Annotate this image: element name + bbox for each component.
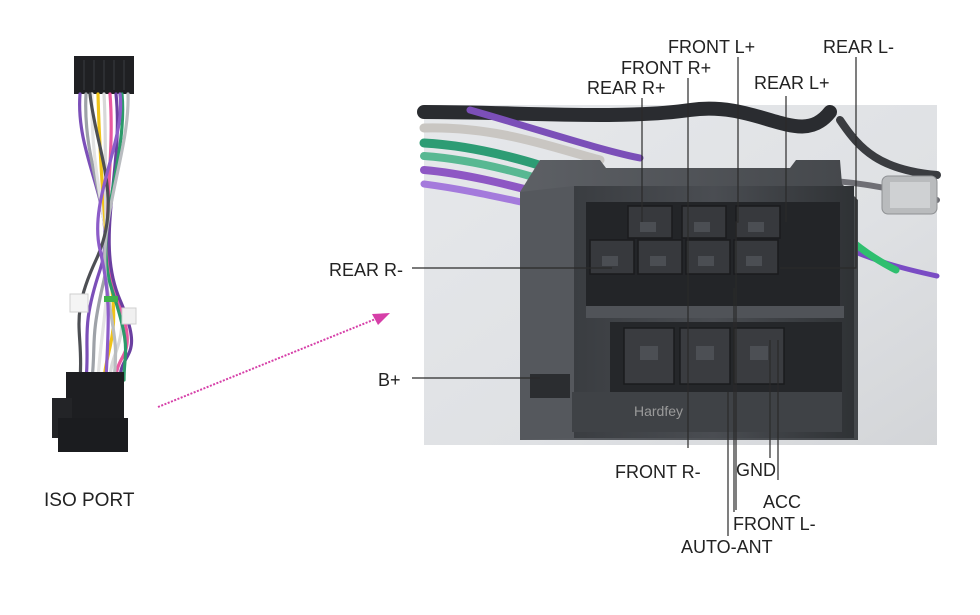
watermark-text: Hardfey [634, 403, 683, 419]
label-acc: ACC [763, 492, 801, 512]
label-rear-l-plus: REAR L+ [754, 73, 830, 93]
harness-photo [52, 56, 137, 452]
label-rear-r-plus: REAR R+ [587, 78, 666, 98]
label-b-plus: B+ [378, 370, 401, 390]
label-front-l-plus: FRONT L+ [668, 37, 755, 57]
leader-lines [412, 57, 857, 536]
label-rear-l-minus: REAR L- [823, 37, 894, 57]
label-rear-r-minus: REAR R- [329, 260, 403, 280]
label-gnd: GND [736, 460, 776, 480]
pointer-arrow [157, 313, 390, 408]
leader-rear-l-minus [780, 57, 857, 269]
iso-port-caption: ISO PORT [44, 490, 135, 511]
label-front-l-minus: FRONT L- [733, 514, 816, 534]
connector-photo: Hardfey [417, 101, 941, 445]
leader-front-l-plus [735, 57, 739, 510]
pin-labels: FRONT L+ REAR L- FRONT R+ REAR R+ REAR L… [329, 37, 894, 557]
label-front-r-plus: FRONT R+ [621, 58, 711, 78]
label-auto-ant: AUTO-ANT [681, 537, 773, 557]
label-front-r-minus: FRONT R- [615, 462, 701, 482]
